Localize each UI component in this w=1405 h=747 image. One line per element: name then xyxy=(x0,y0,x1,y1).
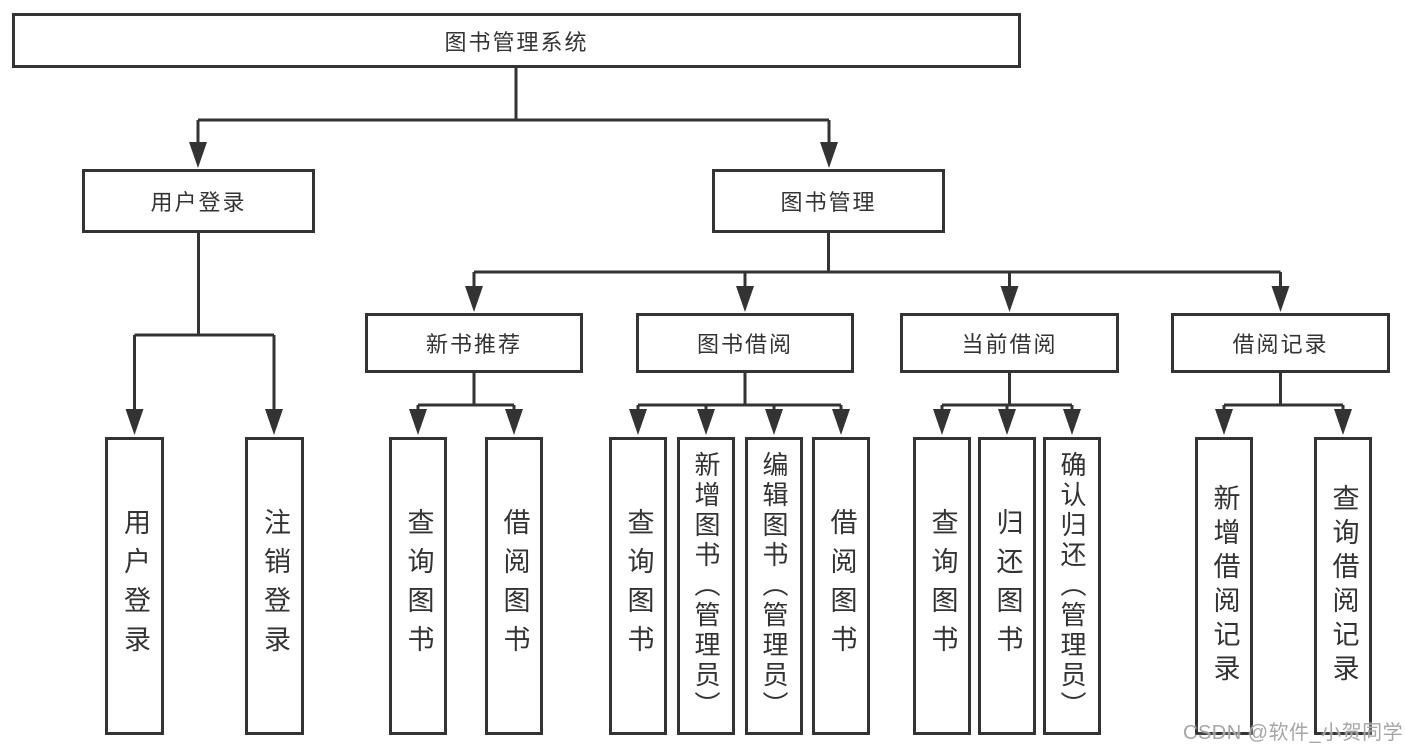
node-library-system: 图书管理系统 xyxy=(12,13,1021,68)
leaf-query-borrow-record: 查询借阅记录 xyxy=(1314,437,1372,735)
leaf-return-books: 归还图书 xyxy=(978,437,1036,735)
leaf-query-books-2: 查询图书 xyxy=(609,437,667,735)
leaf-edit-books-admin: 编辑图书（管理员） xyxy=(745,437,803,735)
leaf-add-borrow-record: 新增借阅记录 xyxy=(1195,437,1253,735)
leaf-borrow-books-2: 借阅图书 xyxy=(812,437,870,735)
leaf-user-login: 用户登录 xyxy=(105,437,164,735)
leaf-borrow-books-1: 借阅图书 xyxy=(485,437,543,735)
node-current-borrow: 当前借阅 xyxy=(900,313,1119,373)
node-book-management: 图书管理 xyxy=(712,169,945,233)
node-new-book-recommend: 新书推荐 xyxy=(365,313,583,373)
node-book-borrow: 图书借阅 xyxy=(636,313,854,373)
leaf-query-books-1: 查询图书 xyxy=(389,437,447,735)
node-user-login: 用户登录 xyxy=(82,169,315,233)
csdn-watermark: CSDN @软件_小贺同学 xyxy=(1183,722,1404,744)
leaf-add-books-admin: 新增图书（管理员） xyxy=(677,437,735,735)
leaf-query-books-3: 查询图书 xyxy=(913,437,971,735)
leaf-confirm-return-admin: 确认归还（管理员） xyxy=(1043,437,1101,735)
node-borrow-records: 借阅记录 xyxy=(1171,313,1390,373)
leaf-logout: 注销登录 xyxy=(245,437,304,735)
